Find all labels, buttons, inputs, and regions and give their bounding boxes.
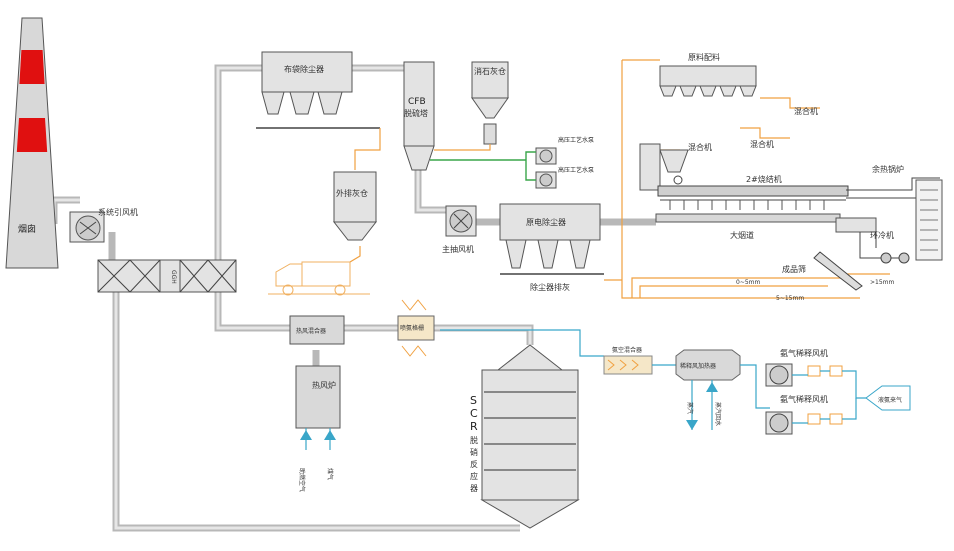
ext-ash-bin-label: 外排灰仓 (336, 188, 368, 198)
ammonia-air-mixer: 氨空混合器 (440, 329, 676, 375)
size-gt15: >15mm (870, 279, 895, 286)
furnace-air-label: 助燃空气 (298, 468, 306, 492)
scr-reactor: S C R 脱 硝 反 应 器 (470, 344, 580, 529)
ash-discharge (349, 246, 361, 263)
lime-bin-label: 消石灰仓 (474, 66, 506, 76)
esp-label: 原电除尘器 (526, 217, 566, 227)
esp-ash-label: 除尘器排灰 (530, 282, 570, 292)
hp-pump-1-label: 高压工艺水泵 (558, 136, 594, 144)
raw-material-bins: 原料配料 (659, 52, 757, 97)
gas-label: 煤气 (326, 468, 334, 480)
chimney-label: 烟囱 (18, 223, 36, 235)
cfb-tower: CFB 脱硫塔 (403, 61, 435, 171)
hp-pump-1: 高压工艺水泵 (535, 136, 594, 165)
waste-heat-label: 余热锅炉 (872, 164, 904, 174)
steam-in-label: 蒸汽 (686, 402, 694, 414)
mixer1-label: 混合机 (688, 142, 712, 152)
scr-char-7: 器 (470, 484, 478, 493)
dilution-heater-label: 稀释风加热器 (680, 362, 716, 370)
steam-out-label: 蒸汽回水 (714, 402, 722, 426)
scr-char-5: 反 (470, 459, 478, 469)
ring-cooler: 环冷机 (835, 217, 910, 264)
scr-char-6: 应 (470, 471, 478, 481)
scr-char-3: 脱 (470, 435, 478, 445)
dilution-heater: 稀释风加热器 蒸汽 蒸汽回水 (675, 349, 770, 430)
scr-char-2: R (470, 420, 478, 433)
system-fan: 系统引风机 (69, 207, 138, 243)
water-line (430, 151, 536, 181)
big-flue-label: 大烟道 (730, 230, 754, 240)
scr-char-4: 硝 (470, 447, 478, 457)
ammonia-supply: 液氨来气 (865, 385, 911, 411)
hp-pump-2: 高压工艺水泵 (535, 166, 594, 189)
truck (268, 261, 370, 296)
hot-air-furnace: 热风炉 助燃空气 煤气 (295, 365, 341, 492)
hp-pump-2-label: 高压工艺水泵 (558, 166, 594, 174)
ggh-heat-exchanger: GGH (97, 259, 237, 293)
size-5-15: 5~15mm (776, 295, 804, 302)
lime-feed-line (434, 144, 491, 151)
sinter2-label: 2#烧结机 (746, 174, 782, 184)
mixer2-label: 混合机 (750, 139, 774, 149)
ammonia-grid: 喷氨格栅 (397, 299, 435, 357)
ring-cooler-label: 环冷机 (870, 230, 894, 240)
product-screen-label: 成品筛 (782, 264, 806, 274)
ammonia-supply-label: 液氨来气 (878, 396, 902, 404)
lime-bin: 消石灰仓 (471, 61, 509, 145)
external-ash-bin: 外排灰仓 (332, 128, 381, 241)
hot-air-mixer: 热风混合器 (289, 315, 345, 345)
esp: 原电除尘器 除尘器排灰 (499, 203, 604, 292)
hot-mixer-label: 热风混合器 (296, 327, 326, 335)
hot-furnace-label: 热风炉 (312, 380, 336, 390)
bag-filter-label: 布袋除尘器 (284, 64, 324, 74)
product-screen: 成品筛 0~5mm 5~15mm >15mm (736, 251, 895, 302)
amm-fan-1-label: 氨气稀释风机 (780, 348, 828, 358)
bag-filter: 布袋除尘器 (256, 51, 380, 129)
waste-heat-boiler: 余热锅炉 (846, 164, 943, 261)
chimney: 烟囱 (5, 17, 59, 269)
ammonia-fan-2: 氨气稀释风机 (765, 394, 857, 435)
size-0-5: 0~5mm (736, 279, 761, 286)
cfb-label-1: CFB (408, 97, 426, 107)
ammonia-fan-1: 氨气稀释风机 (765, 348, 866, 399)
amm-fan-2-label: 氨气稀释风机 (780, 394, 828, 404)
scr-char-1: C (470, 407, 478, 420)
raw-mix-label: 原料配料 (688, 52, 720, 62)
scr-char-0: S (470, 394, 477, 407)
main-fan: 主抽风机 (442, 205, 477, 254)
ammonia-grid-label: 喷氨格栅 (400, 324, 424, 332)
mixer3-label: 混合机 (794, 106, 818, 116)
ammonia-mixer-label: 氨空混合器 (612, 346, 642, 354)
ggh-label: GGH (170, 270, 177, 284)
main-fan-label: 主抽风机 (442, 244, 474, 254)
system-fan-label: 系统引风机 (98, 207, 138, 217)
sinter-machine: 混合机 2#烧结机 大烟道 (639, 142, 849, 240)
cfb-label-2: 脱硫塔 (404, 108, 428, 118)
